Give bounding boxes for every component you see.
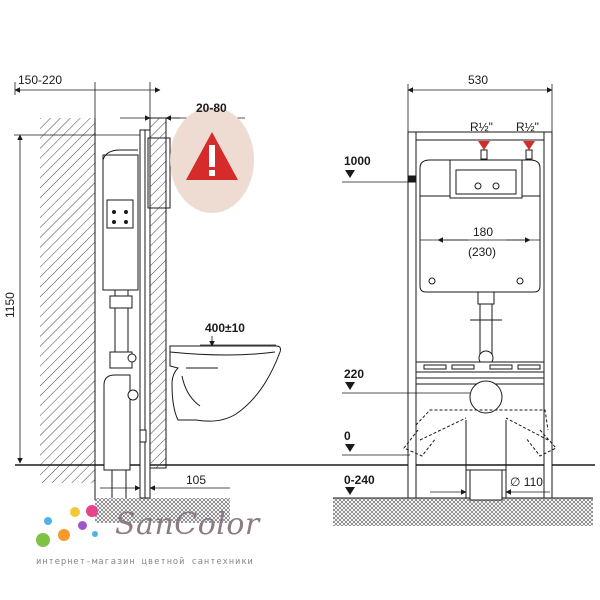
brand-dot [78, 521, 87, 530]
level-marker-icon [345, 170, 355, 495]
wall-hatch [40, 118, 95, 483]
label-adjustment: 20-80 [196, 101, 227, 115]
floor-hatch-side [95, 498, 230, 523]
label-bowl-offset: 400±10 [205, 321, 245, 335]
drain-connector [469, 380, 503, 414]
brand-dot [44, 517, 52, 525]
valve-icon [478, 141, 535, 160]
brand-name: SanColor [115, 507, 260, 542]
label-width: 530 [468, 73, 488, 87]
label-inlet-right: R½" [516, 120, 539, 134]
brand-dot [58, 529, 70, 541]
label-drain-diameter: ∅ 110 [510, 475, 543, 489]
label-inlet-left: R½" [470, 120, 493, 134]
brand-dot [86, 505, 98, 517]
brand-watermark: SanColor интернет-магазин цветной сантех… [30, 505, 330, 585]
label-flush-height-alt: (230) [468, 245, 496, 259]
label-height: 1150 [3, 292, 17, 318]
label-wall-depth: 150-220 [18, 73, 62, 87]
floor-hatch-front [333, 498, 593, 526]
label-level-0: 0 [344, 429, 351, 443]
label-level-0-240: 0-240 [344, 473, 375, 487]
brand-tagline: интернет-магазин цветной сантехники [36, 557, 254, 567]
brand-dot [36, 533, 50, 547]
brand-dot [92, 531, 98, 537]
warning-callout [170, 107, 254, 213]
toilet-bowl [169, 345, 281, 422]
brand-dot [70, 507, 80, 517]
label-flush-height: 180 [473, 225, 493, 239]
side-view [14, 82, 595, 523]
label-level-1000: 1000 [344, 154, 371, 168]
label-floor-offset: 105 [186, 473, 206, 487]
front-panel-side [149, 117, 167, 469]
label-level-220: 220 [344, 367, 364, 381]
warning-icon [186, 132, 238, 180]
front-view [333, 84, 593, 526]
